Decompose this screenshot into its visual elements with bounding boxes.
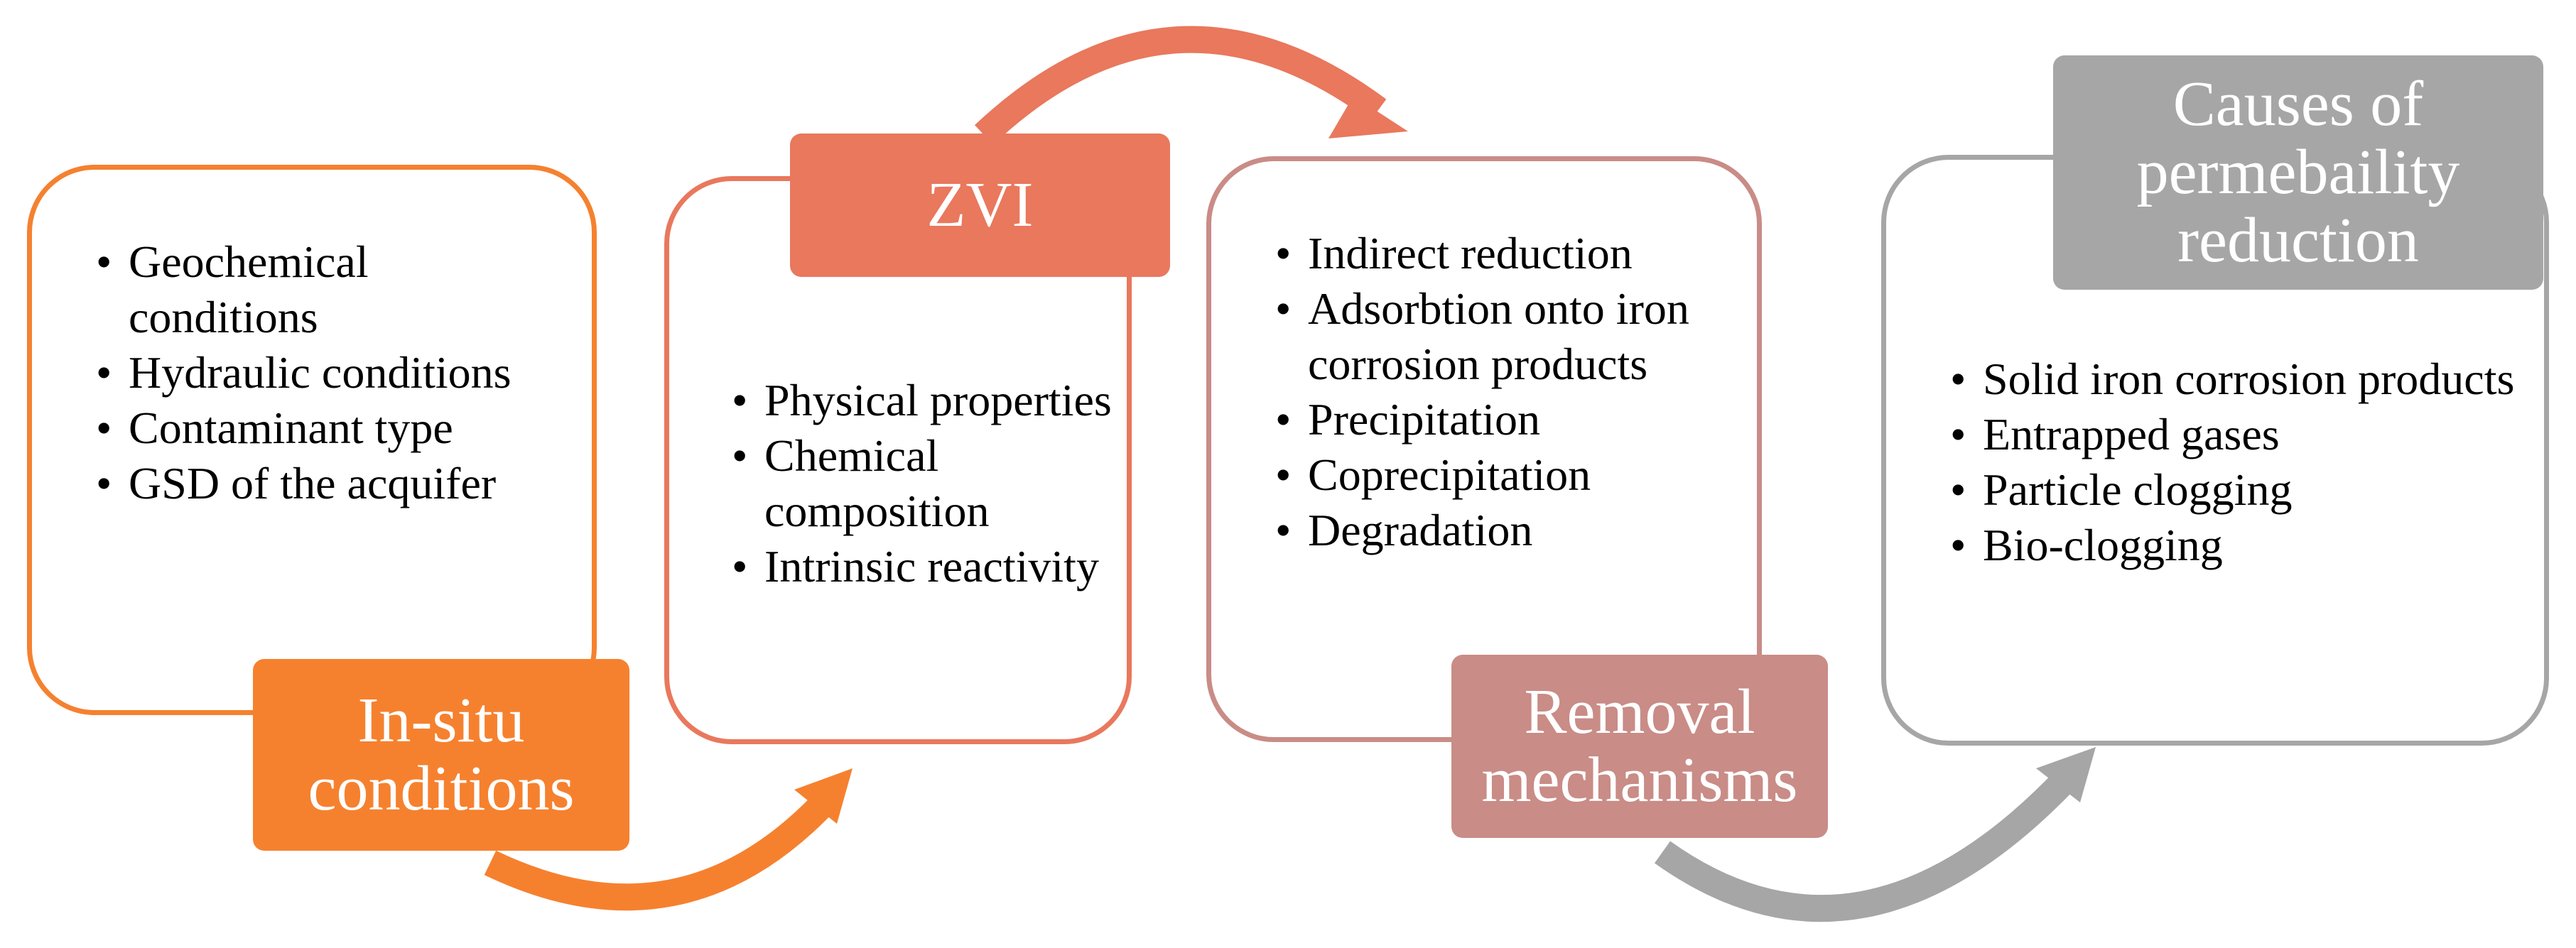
list-item: Hydraulic conditions — [96, 345, 565, 401]
stage-label-insitu: In-situ conditions — [253, 659, 629, 851]
stage-label-removal: Removal mechanisms — [1451, 655, 1828, 838]
list-item: Indirect reduction — [1275, 226, 1730, 281]
list-item: Contaminant type — [96, 401, 565, 456]
arrow-removal-to-causes-head — [2036, 747, 2096, 802]
stage-label-zvi: ZVI — [790, 134, 1170, 277]
arrow-removal-to-causes — [1654, 768, 2077, 922]
list-item: Geochemical conditions — [96, 234, 565, 345]
list-item: Solid iron corrosion products — [1950, 352, 2518, 407]
list-item: Physical properties — [732, 373, 1115, 428]
list-item: GSD of the acquifer — [96, 456, 565, 511]
list-item: Adsorbtion onto iron corrosion products — [1275, 281, 1730, 392]
list-item: Coprecipitation — [1275, 447, 1730, 503]
stage-list-insitu: Geochemical conditions Hydraulic conditi… — [96, 234, 565, 511]
stage-list-zvi: Physical properties Chemical composition… — [732, 373, 1115, 594]
list-item: Intrinsic reactivity — [732, 539, 1115, 594]
list-item: Chemical composition — [732, 428, 1115, 539]
arrow-insitu-to-zvi-head — [794, 768, 853, 824]
list-item: Precipitation — [1275, 392, 1730, 447]
list-item: Degradation — [1275, 503, 1730, 558]
list-item: Particle clogging — [1950, 462, 2518, 518]
arrow-insitu-to-zvi — [484, 790, 838, 911]
arrow-zvi-to-removal-head — [1328, 96, 1408, 138]
stage-list-causes: Solid iron corrosion products Entrapped … — [1950, 352, 2518, 573]
list-item: Entrapped gases — [1950, 407, 2518, 462]
arrow-zvi-to-removal — [974, 26, 1387, 145]
stage-label-causes: Causes of permebaility reduction — [2053, 55, 2543, 290]
list-item: Bio-clogging — [1950, 518, 2518, 573]
stage-list-removal: Indirect reduction Adsorbtion onto iron … — [1275, 226, 1730, 558]
